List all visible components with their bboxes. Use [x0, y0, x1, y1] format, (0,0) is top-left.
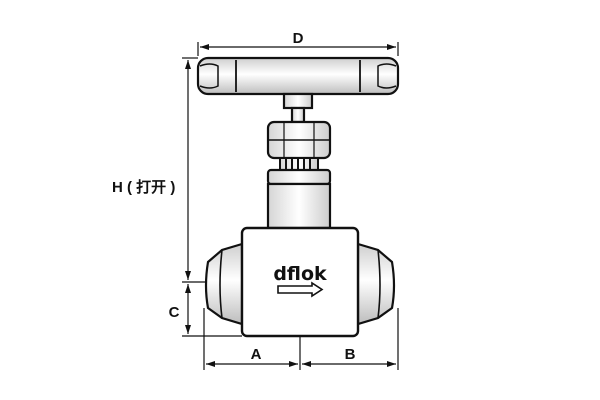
threaded-neck	[279, 157, 319, 171]
flow-arrow-icon	[277, 281, 324, 298]
stem-collar	[282, 92, 314, 110]
dimension-b-label: B	[345, 346, 356, 363]
handle-grip-lines	[235, 60, 361, 92]
handle	[196, 56, 400, 96]
bonnet	[266, 168, 332, 230]
valve-body: dflok	[240, 226, 360, 338]
handle-bar	[196, 56, 400, 96]
dimension-d-label: D	[293, 30, 304, 47]
dimension-a-label: A	[251, 346, 262, 363]
dimension-c: C	[169, 284, 242, 337]
bonnet-body	[266, 182, 332, 230]
dimension-c-label: C	[169, 304, 180, 321]
dimension-h: H ( 打开 )	[112, 57, 206, 283]
left-end-connector	[204, 242, 244, 326]
dimension-h-label: H ( 打开 )	[112, 178, 175, 196]
packing-nut	[266, 120, 332, 160]
stem	[282, 92, 314, 124]
dimension-a-b: A B	[203, 308, 399, 370]
bonnet-cap	[266, 168, 332, 186]
brand-label: dflok	[273, 263, 327, 285]
stem-shaft	[290, 106, 306, 124]
right-end-connector	[356, 242, 396, 326]
dimension-d: D	[197, 30, 399, 56]
